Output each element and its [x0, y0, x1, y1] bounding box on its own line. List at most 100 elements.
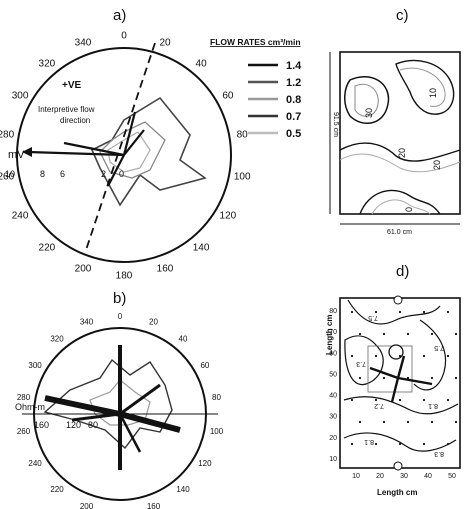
legend-title: FLOW RATES cm³/min — [210, 37, 301, 47]
panel-c-contour-20 — [339, 142, 461, 162]
panel-d-sample-point-23 — [422, 398, 426, 402]
panel-a-azimuth-20: 20 — [159, 38, 171, 49]
panel-d-sample-point-29 — [454, 420, 458, 424]
panel-d-sample-point-5 — [358, 332, 362, 336]
panel-d-sample-point-15 — [358, 376, 362, 380]
panel-d-x-tick-30: 30 — [400, 473, 408, 480]
panel-d-sample-point-21 — [374, 398, 378, 402]
panel-c-contour-label-30: 30 — [364, 108, 374, 118]
panel-a-positive-label: +VE — [62, 80, 82, 91]
panel-b-azimuth-260: 260 — [17, 427, 31, 436]
panel-a-azimuth-200: 200 — [75, 263, 92, 274]
panel-b-rose-inner — [89, 379, 151, 426]
panel-d-sample-point-12 — [398, 354, 402, 358]
panel-d-x-tick-50: 50 — [448, 473, 456, 480]
panel-c-contour-label-20b: 20 — [432, 160, 442, 170]
panel-a-flow-note-2: direction — [60, 116, 90, 125]
panel-a-azimuth-240: 240 — [12, 211, 29, 222]
panel-d-sample-point-17 — [406, 376, 410, 380]
panel-d-sample-points — [350, 310, 458, 446]
panel-b-axis-unit: Ohm-m — [15, 402, 45, 412]
panel-d-sample-point-20 — [350, 398, 354, 402]
panel-d-y-tick-50: 50 — [329, 371, 337, 378]
panel-d-sample-point-14 — [446, 354, 450, 358]
panel-d-x-tick-10: 10 — [352, 473, 360, 480]
panel-c-height-label: 91.5 cm — [332, 112, 339, 137]
panel-c-width-label: 61.0 cm — [387, 229, 412, 236]
panel-b-azimuth-320: 320 — [50, 335, 64, 344]
panel-d-sample-point-4 — [446, 310, 450, 314]
panel-c-contour-ne-inner — [399, 67, 446, 107]
panel-b-rose-outer — [43, 358, 173, 450]
panel-d-contour-1 — [347, 299, 441, 325]
panel-b-azimuth-40: 40 — [179, 335, 188, 344]
panel-b-azimuth-180: 180 — [113, 508, 127, 509]
panel-b-azimuth-60: 60 — [200, 361, 209, 370]
panel-d-contour-label-2: 7.3 — [356, 360, 366, 367]
panel-b-radial-tick-160: 160 — [34, 420, 49, 430]
panel-a-label: a) — [113, 7, 126, 24]
panel-b-bar-4 — [119, 411, 181, 433]
panel-a-azimuth-300: 300 — [12, 91, 29, 102]
panel-d-sample-point-13 — [422, 354, 426, 358]
panel-b-resistivity-bars — [44, 345, 181, 470]
legend-label-1: 1.2 — [286, 77, 301, 89]
panel-d-label: d) — [396, 263, 409, 280]
panel-d-sample-point-25 — [358, 420, 362, 424]
panel-c-contour-0b — [371, 199, 431, 215]
panel-c-contour-20b — [339, 153, 461, 173]
panel-a-radial-tick-2: 2 — [101, 169, 106, 179]
panel-b-azimuth-20: 20 — [149, 318, 158, 327]
panel-a-flow-note-1: Interpretive flow — [38, 105, 95, 114]
panel-d-contour-label-3: 7.2 — [374, 402, 384, 409]
panel-d-sample-point-0 — [350, 310, 354, 314]
panel-c-contour-30 — [344, 75, 390, 125]
panel-a-azimuth-320: 320 — [39, 59, 56, 70]
panel-a-polar-circle — [16, 47, 232, 263]
panel-d-contour-label-4: 7.5 — [434, 344, 444, 351]
panel-d-sample-point-27 — [406, 420, 410, 424]
panel-c: c) 30 10 20 20 0 61.0 cm 91.5 cm — [329, 7, 461, 236]
panel-d-contour-label-6: 8.1 — [364, 438, 374, 445]
panel-a-azimuth-140: 140 — [193, 242, 210, 253]
panel-d-contour-label-1: 7.5 — [368, 314, 378, 321]
panel-d-contours — [343, 299, 459, 452]
panel-d-contour-label-5: 8.1 — [428, 402, 438, 409]
panel-c-contours — [339, 59, 461, 215]
panel-a-azimuth-0: 0 — [121, 31, 127, 42]
panel-d-electrode-circle — [388, 344, 404, 360]
panel-c-frame — [339, 51, 461, 215]
panel-d-vector-1 — [369, 366, 399, 380]
panel-b-azimuth-labels: 0204060801001201401601802002202402602803… — [17, 312, 224, 509]
panel-a-azimuth-80: 80 — [237, 130, 249, 141]
panel-a-azimuth-220: 220 — [39, 242, 56, 253]
panel-a-vector-1-arrowhead — [22, 147, 32, 157]
panel-b-azimuth-300: 300 — [28, 361, 42, 370]
panel-b-azimuth-200: 200 — [80, 502, 94, 509]
panel-d-sample-point-16 — [382, 376, 386, 380]
panel-d-y-tick-30: 30 — [329, 414, 337, 421]
panel-d-sample-point-30 — [350, 442, 354, 446]
panel-a-radial-tick-0: 0 — [119, 169, 124, 179]
panel-d-bottom-marker — [393, 461, 403, 471]
legend-label-0: 1.4 — [286, 60, 302, 72]
panel-d-y-tick-40: 40 — [329, 393, 337, 400]
panel-a-vector-5 — [123, 129, 145, 156]
panel-d-sample-point-31 — [374, 442, 378, 446]
panel-a-vector-2 — [63, 141, 125, 157]
panel-d-y-tick-80: 80 — [329, 308, 337, 315]
panel-b-azimuth-80: 80 — [212, 393, 221, 402]
panel-d-sample-point-18 — [430, 376, 434, 380]
panel-c-contour-0 — [359, 189, 441, 215]
panel-d-sample-point-2 — [398, 310, 402, 314]
panel-b-azimuth-140: 140 — [176, 485, 190, 494]
panel-a-radial-tick-8: 8 — [40, 169, 45, 179]
panel-b-azimuth-100: 100 — [210, 427, 224, 436]
panel-d-sample-point-28 — [430, 420, 434, 424]
panel-d-y-tick-10: 10 — [329, 456, 337, 463]
panel-d-sample-point-10 — [350, 354, 354, 358]
panel-b-azimuth-340: 340 — [80, 318, 94, 327]
panel-d-top-marker — [393, 295, 403, 305]
